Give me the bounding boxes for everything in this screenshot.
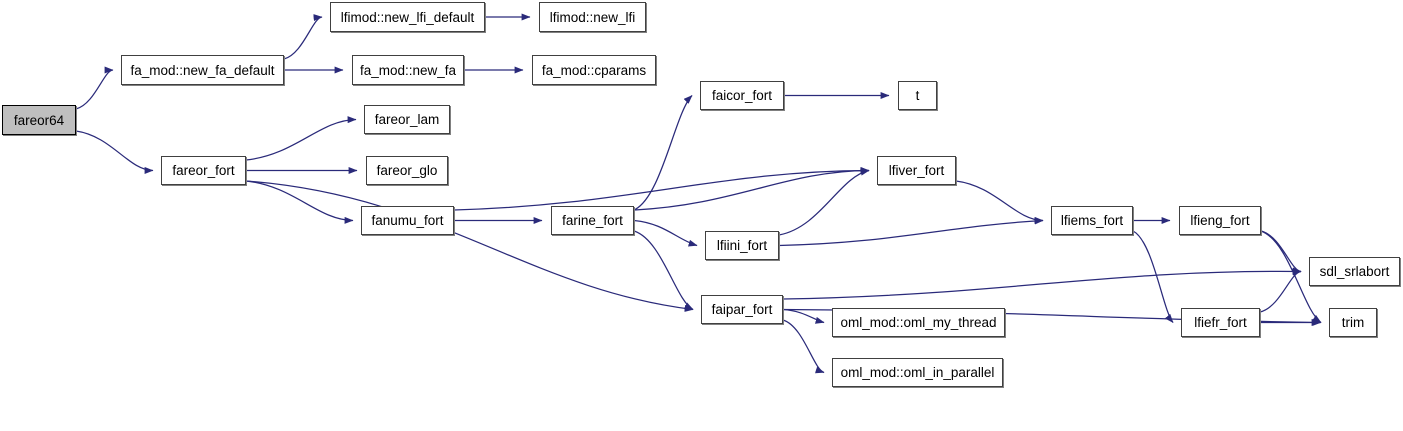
- graph-node-farine_fort[interactable]: farine_fort: [551, 206, 634, 235]
- graph-node-trim[interactable]: trim: [1329, 308, 1377, 337]
- graph-node-fareor64[interactable]: fareor64: [2, 105, 76, 135]
- graph-node-label: lfiver_fort: [888, 163, 945, 178]
- graph-node-fareor_lam[interactable]: fareor_lam: [364, 105, 450, 134]
- graph-edge-lfieng_fort-to-trim: [1260, 230, 1322, 324]
- graph-node-label: lfieng_fort: [1190, 213, 1250, 228]
- graph-node-lfiems_fort[interactable]: lfiems_fort: [1051, 206, 1133, 235]
- graph-edge-fareor_fort-to-fareor_lam: [245, 116, 357, 161]
- graph-node-label: fareor_lam: [374, 112, 440, 127]
- graph-edge-fa_mod_new_fa_default-to-lfimod_new_lfi_default: [283, 14, 323, 60]
- graph-node-fanumu_fort[interactable]: fanumu_fort: [361, 206, 454, 235]
- graph-edge-farine_fort-to-lfiver_fort: [633, 167, 870, 211]
- graph-node-label: oml_mod::oml_in_parallel: [840, 365, 995, 380]
- graph-node-label: fa_mod::cparams: [541, 62, 647, 78]
- graph-edge-faipar_fort-to-sdl_srlabort: [782, 267, 1302, 300]
- graph-edge-farine_fort-to-faicor_fort: [633, 95, 693, 211]
- graph-edge-fanumu_fort-to-lfiver_fort: [453, 167, 870, 211]
- graph-node-lfiini_fort[interactable]: lfiini_fort: [705, 231, 779, 260]
- graph-node-lfiefr_fort[interactable]: lfiefr_fort: [1181, 308, 1260, 337]
- graph-edge-lfiefr_fort-to-sdl_srlabort: [1259, 268, 1302, 313]
- graph-edge-lfiems_fort-to-lfiefr_fort: [1132, 230, 1174, 323]
- graph-edge-farine_fort-to-faipar_fort: [633, 230, 694, 311]
- graph-node-faipar_fort[interactable]: faipar_fort: [701, 295, 783, 324]
- graph-node-label: lfiini_fort: [716, 238, 768, 253]
- graph-edge-farine_fort-to-lfiini_fort: [633, 219, 698, 247]
- graph-edge-fareor_fort-to-faipar_fort: [245, 180, 694, 312]
- graph-edge-faipar_fort-to-oml_my_thread: [782, 308, 825, 324]
- graph-node-t[interactable]: t: [898, 81, 937, 110]
- graph-node-lfimod_new_lfi_default[interactable]: lfimod::new_lfi_default: [330, 2, 485, 32]
- graph-node-label: farine_fort: [562, 213, 623, 228]
- graph-node-label: lfiems_fort: [1060, 213, 1124, 228]
- graph-node-label: fa_mod::new_fa_default: [130, 62, 275, 78]
- graph-edge-lfiini_fort-to-lfiver_fort: [778, 168, 870, 236]
- graph-node-label: faicor_fort: [711, 88, 773, 103]
- graph-node-oml_in_parallel[interactable]: oml_mod::oml_in_parallel: [832, 358, 1003, 387]
- graph-edge-lfiver_fort-to-lfiems_fort: [955, 180, 1044, 224]
- graph-node-fareor_glo[interactable]: fareor_glo: [366, 156, 448, 185]
- graph-node-label: lfimod::new_lfi: [549, 9, 636, 25]
- graph-node-fa_mod_new_fa[interactable]: fa_mod::new_fa: [352, 55, 464, 85]
- graph-edge-fareor64-to-fareor_fort: [75, 130, 154, 174]
- graph-edge-faipar_fort-to-oml_in_parallel: [782, 319, 825, 374]
- graph-node-label: lfiefr_fort: [1194, 315, 1247, 330]
- graph-node-label: faipar_fort: [711, 302, 773, 317]
- graph-node-lfimod_new_lfi[interactable]: lfimod::new_lfi: [539, 2, 646, 32]
- graph-edge-lfieng_fort-to-sdl_srlabort: [1260, 230, 1302, 275]
- graph-node-label: fareor_fort: [172, 163, 235, 178]
- graph-node-label: fa_mod::new_fa: [359, 62, 457, 78]
- graph-node-label: fareor64: [13, 112, 65, 128]
- graph-edge-fareor64-to-fa_mod_new_fa_default: [75, 66, 114, 110]
- graph-node-label: trim: [1341, 315, 1365, 330]
- graph-node-fa_mod_new_fa_default[interactable]: fa_mod::new_fa_default: [121, 55, 284, 85]
- graph-node-oml_my_thread[interactable]: oml_mod::oml_my_thread: [832, 308, 1005, 337]
- graph-node-label: fanumu_fort: [371, 213, 444, 228]
- graph-node-lfieng_fort[interactable]: lfieng_fort: [1179, 206, 1261, 235]
- graph-edge-lfiini_fort-to-lfiems_fort: [778, 217, 1044, 247]
- graph-node-fareor_fort[interactable]: fareor_fort: [161, 156, 246, 185]
- graph-node-label: t: [915, 88, 920, 103]
- graph-node-faicor_fort[interactable]: faicor_fort: [700, 81, 784, 110]
- graph-node-label: lfimod::new_lfi_default: [340, 9, 475, 25]
- graph-node-sdl_srlabort[interactable]: sdl_srlabort: [1309, 257, 1400, 286]
- graph-node-lfiver_fort[interactable]: lfiver_fort: [877, 156, 956, 185]
- graph-node-label: fareor_glo: [376, 163, 438, 178]
- graph-node-label: oml_mod::oml_my_thread: [840, 315, 997, 330]
- graph-node-label: sdl_srlabort: [1319, 264, 1390, 279]
- graph-edge-fareor_fort-to-fanumu_fort: [245, 180, 354, 224]
- graph-node-fa_mod_cparams[interactable]: fa_mod::cparams: [532, 55, 656, 85]
